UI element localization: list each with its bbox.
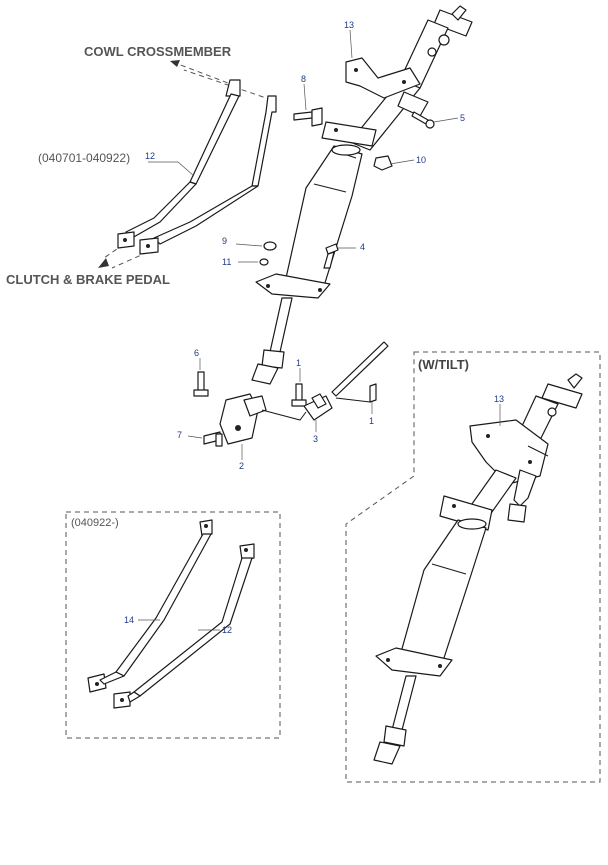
bolt-1-right — [369, 383, 377, 403]
lower-mounting-plate — [321, 121, 377, 147]
date-range-label-1: (040701-040922) — [38, 151, 130, 165]
cowl-crossmember-label: COWL CROSSMEMBER — [84, 44, 232, 59]
callout-9: 9 — [222, 236, 227, 246]
support-bracket-12-variant — [113, 543, 255, 709]
clutch-brake-pedal-label: CLUTCH & BRAKE PEDAL — [6, 272, 170, 287]
bolt-8 — [293, 107, 323, 127]
variant-box-040922 — [65, 511, 281, 739]
callout-2: 2 — [239, 461, 244, 471]
callout-3: 3 — [313, 434, 318, 444]
callout-5: 5 — [460, 113, 465, 123]
steering-rod — [331, 341, 389, 403]
universal-joint-3 — [303, 393, 333, 421]
upper-mounting-bracket-13 — [345, 57, 421, 99]
callout-13-main: 13 — [344, 20, 354, 30]
tilt-intermediate-shaft — [373, 675, 417, 765]
column-bottom-flange — [255, 273, 331, 299]
bolt-1-left — [291, 383, 307, 407]
nut-9 — [263, 241, 277, 251]
support-bracket-14 — [87, 519, 213, 693]
bolt-7 — [203, 431, 223, 447]
callout-7: 7 — [177, 430, 182, 440]
callout-14-box: 14 — [124, 615, 134, 625]
w-tilt-label: (W/TILT) — [418, 357, 469, 372]
callout-1-right: 1 — [369, 416, 374, 426]
callout-11: 11 — [222, 257, 231, 267]
bolt-6 — [193, 371, 209, 397]
support-bracket-12 — [117, 79, 277, 255]
bolt-4 — [323, 243, 339, 269]
connecting-line — [261, 409, 307, 421]
callout-13-tilt: 13 — [494, 394, 504, 404]
steering-column-lower-tube — [285, 144, 363, 287]
washer-11 — [259, 258, 269, 266]
tilt-column-bottom-flange — [375, 647, 453, 677]
tilt-column-lower-tube — [399, 518, 487, 665]
callout-8: 8 — [301, 74, 306, 84]
cowl-crossmember-arrow — [170, 60, 273, 101]
tilt-mechanism — [469, 419, 549, 523]
callout-12-box: 12 — [222, 625, 232, 635]
callout-4: 4 — [360, 242, 365, 252]
nut-10 — [373, 155, 393, 171]
callout-6: 6 — [194, 348, 199, 358]
intermediate-shaft — [251, 297, 293, 385]
date-range-label-2: (040922-) — [71, 517, 119, 529]
bolt-5 — [411, 111, 435, 129]
callout-10: 10 — [416, 155, 426, 165]
callout-12-main: 12 — [145, 151, 155, 161]
joint-assembly-2 — [219, 393, 267, 445]
callout-1-left: 1 — [296, 358, 301, 368]
